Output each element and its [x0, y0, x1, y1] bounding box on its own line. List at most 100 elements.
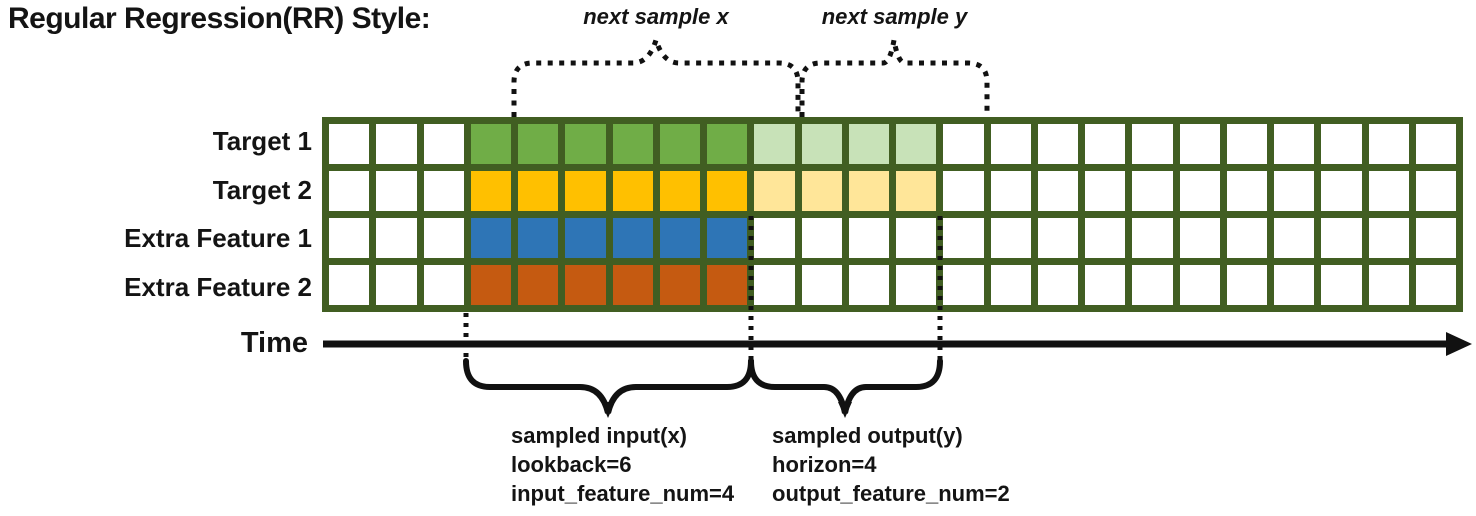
- grid-cell: [1132, 124, 1173, 164]
- grid-cell: [612, 265, 653, 305]
- grid-cell: [896, 171, 937, 211]
- grid-cell: [470, 124, 511, 164]
- grid-cell: [518, 124, 559, 164]
- grid-cell: [470, 218, 511, 258]
- grid-cell: [1226, 171, 1267, 211]
- grid-cell: [1226, 218, 1267, 258]
- grid-cell: [423, 171, 464, 211]
- grid-cell: [707, 265, 748, 305]
- grid-cell: [801, 218, 842, 258]
- grid-cell: [1037, 218, 1078, 258]
- grid-cell: [329, 218, 370, 258]
- sampled-input-line: sampled input(x): [511, 423, 688, 448]
- grid-cell: [1085, 171, 1126, 211]
- grid-cell: [1368, 124, 1409, 164]
- grid-cell: [659, 171, 700, 211]
- next-sample-x-brace: [511, 31, 801, 117]
- grid-cell: [1226, 265, 1267, 305]
- grid-cell: [943, 265, 984, 305]
- grid-cell: [754, 124, 795, 164]
- grid-cell: [518, 265, 559, 305]
- grid-cell: [990, 124, 1031, 164]
- grid-cell: [1321, 124, 1362, 164]
- grid-cell: [990, 171, 1031, 211]
- grid-cell: [1085, 218, 1126, 258]
- time-axis-arrowhead: [1446, 332, 1472, 356]
- grid-cell: [707, 124, 748, 164]
- grid-cell: [1415, 124, 1456, 164]
- grid-cell: [1274, 124, 1315, 164]
- grid-cell: [329, 265, 370, 305]
- grid-cell: [1321, 171, 1362, 211]
- grid-cell: [1179, 265, 1220, 305]
- horizon-line: horizon=4: [772, 452, 877, 477]
- grid-cell: [943, 218, 984, 258]
- grid-cell: [1132, 171, 1173, 211]
- grid-cell: [1274, 218, 1315, 258]
- grid-cell: [1179, 218, 1220, 258]
- grid-cell: [1132, 218, 1173, 258]
- grid-cell: [754, 265, 795, 305]
- diagram-title: Regular Regression(RR) Style:: [8, 2, 431, 35]
- grid-cell: [659, 265, 700, 305]
- grid-cell: [1415, 218, 1456, 258]
- grid-cell: [801, 124, 842, 164]
- grid-cell: [376, 171, 417, 211]
- lookback-line: lookback=6: [511, 452, 632, 477]
- grid-cell: [376, 218, 417, 258]
- grid-cell: [565, 171, 606, 211]
- grid-cell: [470, 265, 511, 305]
- time-axis-label: Time: [240, 327, 308, 359]
- grid-cell: [943, 171, 984, 211]
- grid-cell: [848, 171, 889, 211]
- grid-cell: [1415, 171, 1456, 211]
- next-sample-y-brace: [799, 39, 990, 117]
- grid-cell: [329, 171, 370, 211]
- grid-cell: [565, 218, 606, 258]
- grid-cell: [1085, 124, 1126, 164]
- grid-cell: [423, 124, 464, 164]
- sampled-output-brace: [748, 358, 943, 414]
- grid-cell: [565, 265, 606, 305]
- grid-cell: [754, 218, 795, 258]
- grid-cell: [1179, 171, 1220, 211]
- grid-cell: [896, 124, 937, 164]
- grid-cell: [1274, 265, 1315, 305]
- grid-cell: [423, 265, 464, 305]
- grid-cell: [1321, 218, 1362, 258]
- grid-cell: [518, 218, 559, 258]
- grid-cell: [990, 265, 1031, 305]
- grid-cell: [470, 171, 511, 211]
- grid-cell: [659, 218, 700, 258]
- grid-cell: [1085, 265, 1126, 305]
- grid-cell: [1368, 218, 1409, 258]
- grid-cell: [1037, 265, 1078, 305]
- grid-cell: [376, 265, 417, 305]
- grid-cell: [848, 124, 889, 164]
- grid-cell: [1179, 124, 1220, 164]
- next-sample-y-label: next sample y: [821, 4, 968, 29]
- sampled-input-annotation: sampled input(x) lookback=6 input_featur…: [511, 421, 734, 508]
- grid-cell: [612, 124, 653, 164]
- grid-cell: [423, 218, 464, 258]
- grid-cell: [707, 218, 748, 258]
- sampled-output-annotation: sampled output(y) horizon=4 output_featu…: [772, 421, 1010, 508]
- row-label: Extra Feature 1: [124, 223, 312, 254]
- grid-cell: [1274, 171, 1315, 211]
- input-feature-num-line: input_feature_num=4: [511, 481, 735, 506]
- grid-cell: [1226, 124, 1267, 164]
- grid-cell: [329, 124, 370, 164]
- sampled-input-brace-tip: [601, 402, 615, 418]
- grid-cell: [896, 218, 937, 258]
- next-sample-x-label: next sample x: [583, 4, 729, 29]
- grid-cell: [848, 218, 889, 258]
- grid-cell: [1321, 265, 1362, 305]
- grid-cell: [801, 265, 842, 305]
- grid-cell: [518, 171, 559, 211]
- grid-cell: [376, 124, 417, 164]
- grid-cell: [943, 124, 984, 164]
- sampled-output-brace-tip: [838, 402, 852, 418]
- grid-cell: [707, 171, 748, 211]
